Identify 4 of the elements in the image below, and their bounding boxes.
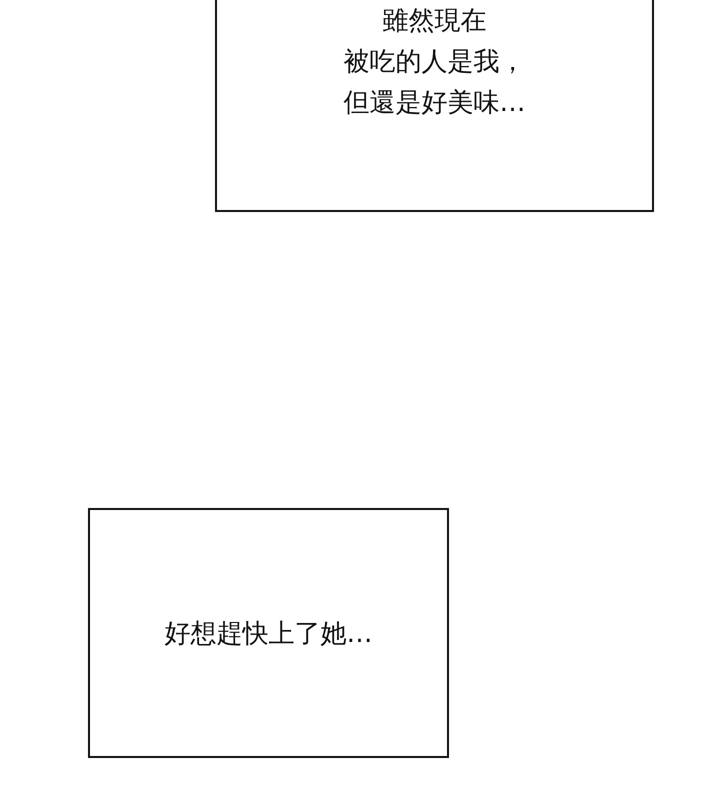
speech-box bbox=[215, 0, 654, 212]
dialogue-text: 好想趕快上了她… bbox=[164, 618, 374, 651]
dialogue-text: 雖然現在被吃的人是我，但還是好美味… bbox=[342, 5, 526, 120]
speech-box bbox=[88, 508, 449, 758]
